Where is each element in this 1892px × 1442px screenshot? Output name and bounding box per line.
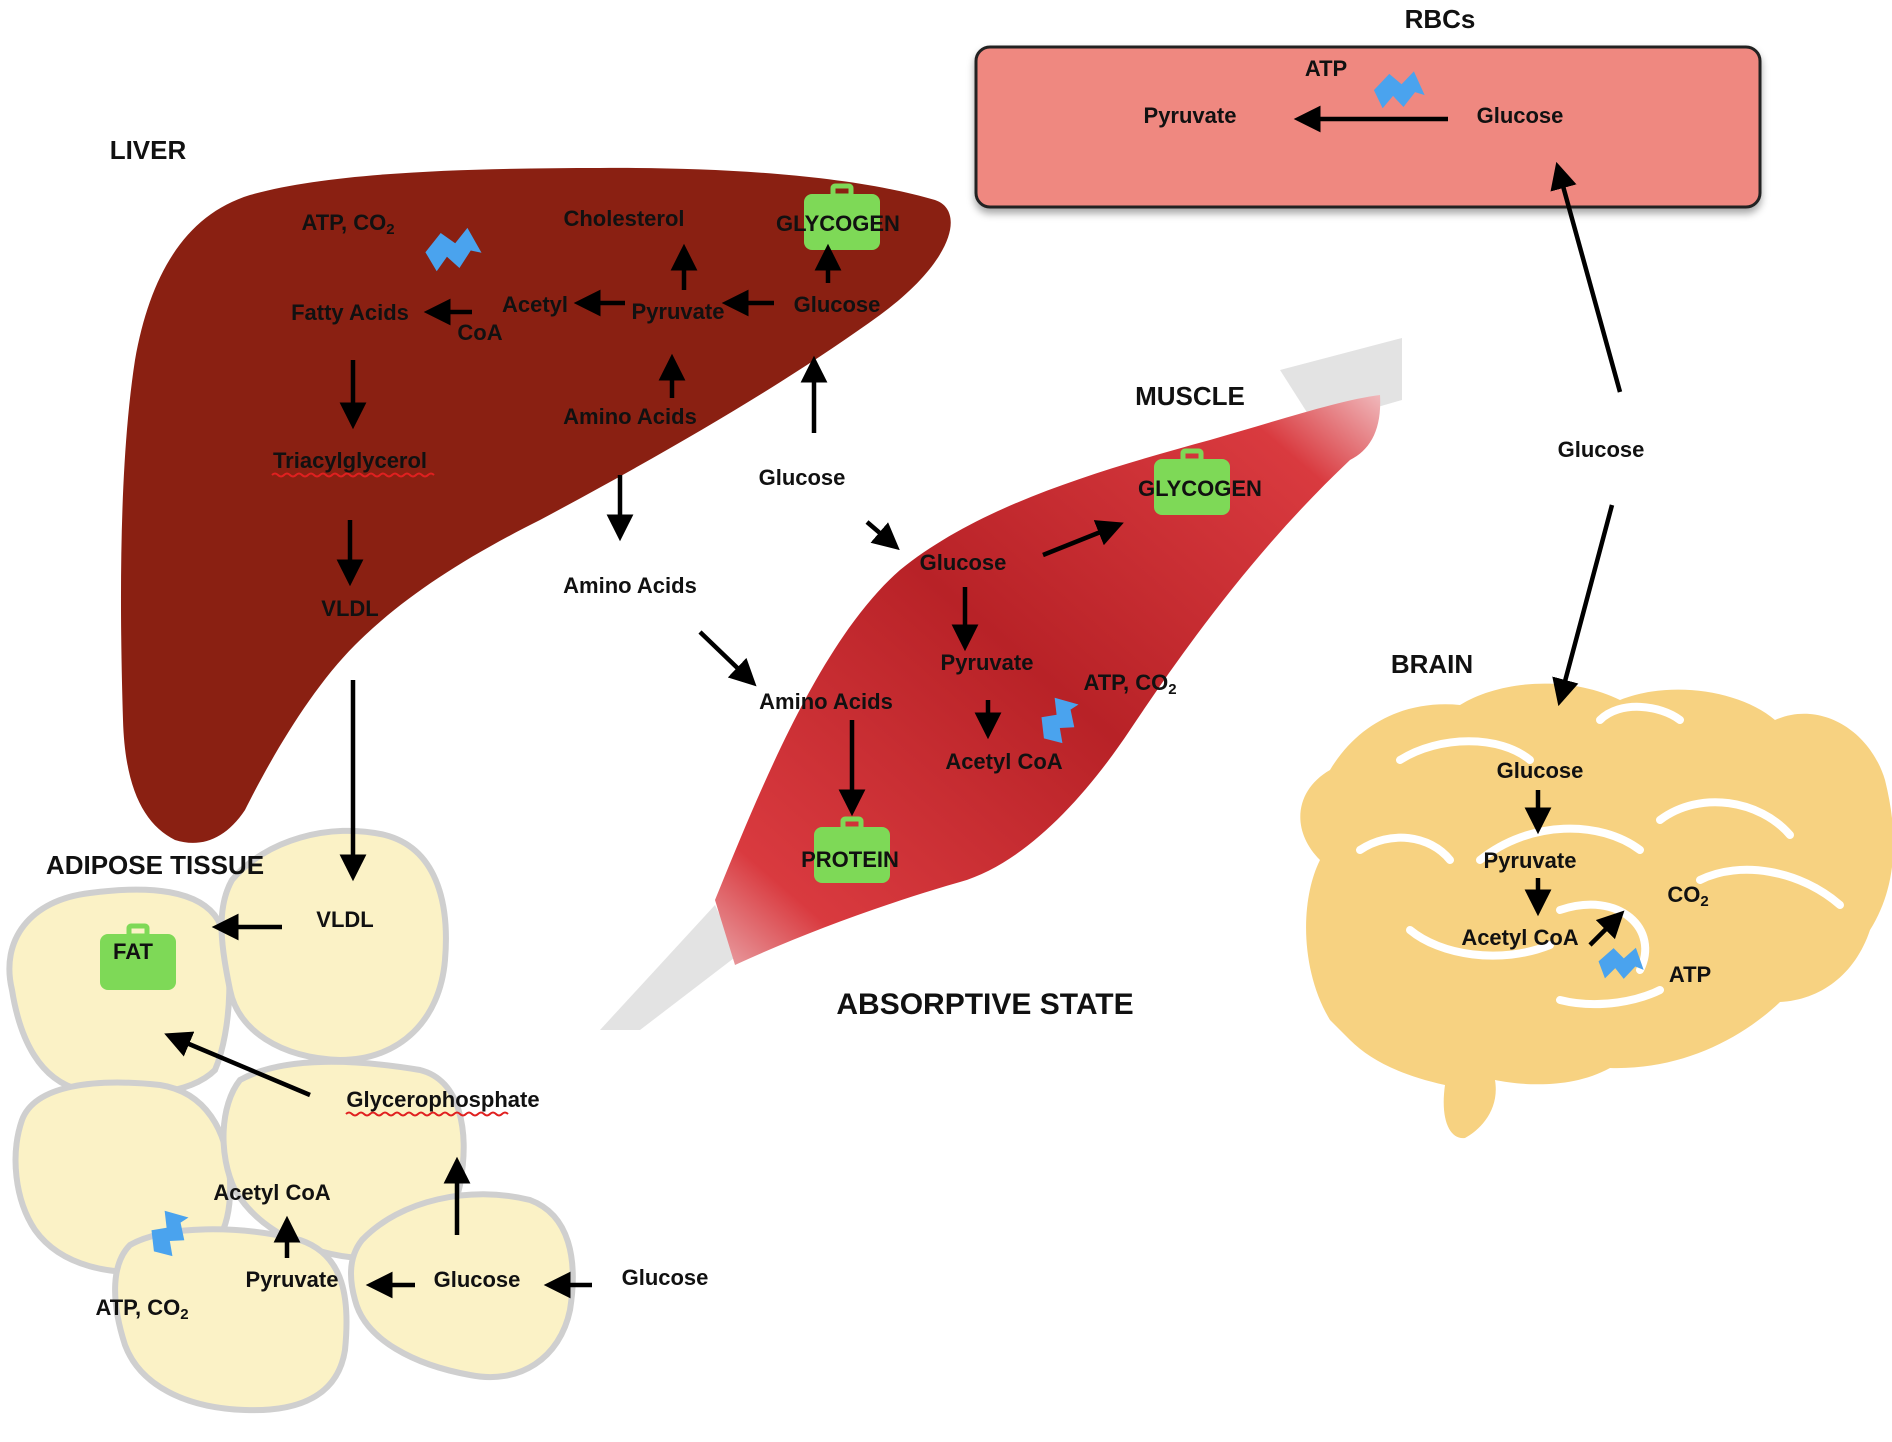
liver-cholesterol-label: Cholesterol: [563, 206, 684, 231]
adipose-atp-co2-label: ATP, CO2: [95, 1295, 188, 1323]
arrow-muscle-glucose-to-glycogen: [1042, 520, 1124, 558]
adipose-title: ADIPOSE TISSUE: [46, 850, 264, 880]
brain-title: BRAIN: [1391, 649, 1473, 679]
liver-triacylglycerol-label: Triacylglycerol: [273, 448, 427, 473]
muscle-acetyl-coa-label: Acetyl CoA: [945, 749, 1062, 774]
adipose-cells: [6, 827, 576, 1414]
liver-glucose-label: Glucose: [794, 292, 881, 317]
adipose-vldl-label: VLDL: [316, 907, 373, 932]
liver-atp-co2-label: ATP, CO2: [301, 210, 394, 238]
adipose-pyruvate-label: Pyruvate: [246, 1267, 339, 1292]
arrow-glucose-to-muscle: [865, 520, 900, 551]
blood-amino-acids-label: Amino Acids: [563, 573, 697, 598]
muscle-protein-label: PROTEIN: [801, 847, 899, 872]
liver-coa-label: CoA: [457, 320, 502, 345]
adipose-cell-1: [6, 886, 233, 1098]
arrow-glucose-to-rbc: [1550, 161, 1623, 393]
arrow-glucose-to-brain: [1552, 504, 1615, 707]
rbcs-title: RBCs: [1405, 4, 1476, 34]
brain-acetyl-coa-label: Acetyl CoA: [1461, 925, 1578, 950]
muscle-pyruvate-label: Pyruvate: [941, 650, 1034, 675]
blood-glucose-label: Glucose: [759, 465, 846, 490]
arrow-brain-acetyl-to-co2: [1588, 910, 1625, 947]
adipose-acetyl-coa-label: Acetyl CoA: [213, 1180, 330, 1205]
rbc-box: [974, 45, 1762, 209]
arrow-glycero-to-fat: [164, 1031, 311, 1098]
liver-amino-acids-label: Amino Acids: [563, 404, 697, 429]
brain-co2-label: CO2: [1667, 882, 1708, 910]
rbc-glucose-label: Glucose: [1477, 103, 1564, 128]
liver-fatty-acids-label: Fatty Acids: [291, 300, 409, 325]
liver-acetyl-label: Acetyl: [502, 292, 568, 317]
brain-atp-label: ATP: [1669, 962, 1711, 987]
muscle-glycogen-label: GLYCOGEN: [1138, 476, 1262, 501]
muscle-title: MUSCLE: [1135, 381, 1245, 411]
rbc-atp-label: ATP: [1305, 56, 1347, 81]
brain-glucose-label: Glucose: [1497, 758, 1584, 783]
liver-title: LIVER: [110, 135, 187, 165]
rbc-pyruvate-label: Pyruvate: [1144, 103, 1237, 128]
muscle-shape: [715, 395, 1381, 965]
muscle-amino-acids-label: Amino Acids: [759, 689, 893, 714]
muscle-glucose-label: Glucose: [920, 550, 1007, 575]
diagram-title: ABSORPTIVE STATE: [836, 988, 1133, 1021]
triacylglycerol-spellcheck-underline: [271, 472, 435, 478]
brain-shape: [1300, 683, 1892, 1139]
adipose-fat-label: FAT: [113, 939, 153, 964]
liver-glycogen-label: GLYCOGEN: [776, 211, 900, 236]
adipose-cell-5: [112, 1226, 350, 1414]
arrow-amino-to-muscle: [698, 630, 757, 687]
muscle-tendon-lower: [600, 905, 738, 1030]
liver-shape: [120, 167, 951, 843]
pathway-arrows: [164, 105, 1625, 1299]
blood-glucose-adipose-label: Glucose: [622, 1265, 709, 1290]
liver-pyruvate-label: Pyruvate: [632, 299, 725, 324]
glycerophosphate-spellcheck-underline: [345, 1111, 509, 1117]
adipose-glucose-label: Glucose: [434, 1267, 521, 1292]
adipose-cell-6: [348, 1191, 576, 1381]
adipose-glycerophosphate-label: Glycerophosphate: [346, 1087, 539, 1112]
muscle-atp-co2-label: ATP, CO2: [1083, 670, 1176, 698]
liver-vldl-label: VLDL: [321, 596, 378, 621]
blood-glucose-right-label: Glucose: [1558, 437, 1645, 462]
brain-pyruvate-label: Pyruvate: [1484, 848, 1577, 873]
